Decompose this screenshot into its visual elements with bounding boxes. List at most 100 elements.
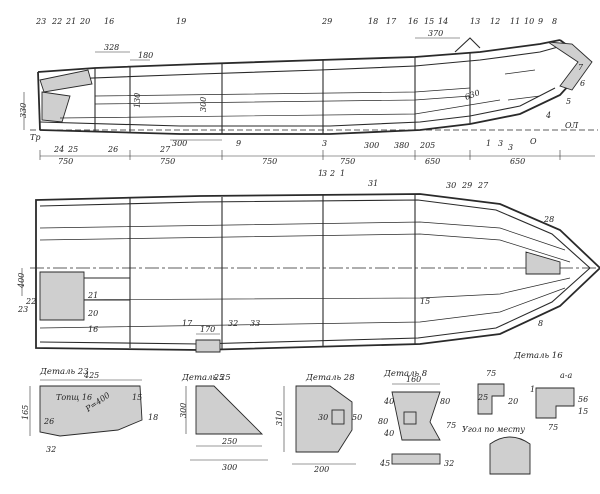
dim-750c: 750 bbox=[262, 157, 277, 166]
side-label-16a: 16 bbox=[104, 17, 114, 26]
plan-label-33: 33 bbox=[250, 319, 260, 328]
stern-block bbox=[41, 91, 71, 123]
plan-dim-400: 400 bbox=[17, 273, 26, 289]
plan-label-23: 23 bbox=[17, 305, 28, 314]
windshield bbox=[454, 37, 481, 53]
hull-inner-top bbox=[39, 199, 591, 269]
stringer-27 bbox=[59, 99, 501, 119]
dim-328: 328 bbox=[104, 43, 119, 52]
detail-28: Деталь 28 310 30 50 200 bbox=[275, 373, 362, 474]
dim-180: 180 bbox=[138, 51, 153, 60]
detail-16-title: Деталь 16 bbox=[513, 351, 563, 361]
side-label-3b: 3 bbox=[322, 169, 327, 178]
marker-o: О bbox=[530, 137, 537, 146]
side-label-1: 1 bbox=[340, 169, 345, 178]
side-label-8: 8 bbox=[552, 17, 557, 26]
stringer-18 bbox=[94, 87, 471, 97]
dim-380: 380 bbox=[394, 141, 409, 150]
plan-label-8: 8 bbox=[538, 319, 543, 328]
detail-16-section-shape bbox=[535, 387, 575, 419]
detail-28-dim-50: 50 bbox=[352, 413, 362, 422]
detail-25-dim-25: 25 bbox=[213, 373, 224, 382]
side-label-27: 27 bbox=[159, 145, 171, 154]
plan-stringer-31 bbox=[39, 233, 571, 263]
detail-23: Деталь 23 425 165 26 15 18 32 Топщ 16 Р=… bbox=[21, 367, 158, 454]
plan-label-16: 16 bbox=[88, 325, 98, 334]
dim-650a: 650 bbox=[425, 157, 440, 166]
detail-16-dim-1: 1 bbox=[530, 385, 535, 394]
dim-370: 370 bbox=[428, 29, 443, 38]
plan-label-30: 30 bbox=[446, 181, 456, 190]
side-label-4: 4 bbox=[545, 111, 551, 120]
side-label-7: 7 bbox=[578, 63, 584, 72]
detail-23-dim-18: 18 bbox=[148, 413, 158, 422]
dim-300a: 300 bbox=[172, 139, 187, 148]
detail-25-dim-300v: 300 bbox=[179, 403, 188, 418]
plan-label-28: 28 bbox=[543, 215, 554, 224]
plan-label-21: 21 bbox=[87, 291, 98, 300]
marker-1b: 1 bbox=[486, 139, 491, 148]
side-label-26: 26 bbox=[107, 145, 118, 154]
plan-label-15: 15 bbox=[420, 297, 430, 306]
detail-8-dim-80b: 80 bbox=[378, 417, 388, 426]
detail-23-shape bbox=[39, 385, 143, 437]
side-label-10: 10 bbox=[524, 17, 534, 26]
detail-16: Деталь 16 75 25 20 а-а 75 1 56 15 Угол п… bbox=[462, 351, 588, 475]
side-label-12: 12 bbox=[490, 17, 500, 26]
side-label-14: 14 bbox=[438, 17, 448, 26]
bow-hatch bbox=[504, 69, 541, 101]
detail-8-dim-75: 75 bbox=[446, 421, 456, 430]
detail-23-dim-425: 425 bbox=[83, 371, 99, 380]
detail-8-dim-160: 160 bbox=[406, 375, 421, 384]
side-label-15: 15 bbox=[424, 17, 434, 26]
detail-23-dim-15: 15 bbox=[132, 393, 142, 402]
plan-stringer-17 bbox=[39, 287, 566, 329]
stringer-17 bbox=[94, 95, 471, 105]
dim-650b: 650 bbox=[510, 157, 525, 166]
side-label-6: 6 bbox=[580, 79, 585, 88]
plan-breasthook bbox=[525, 251, 561, 275]
side-label-2: 2 bbox=[329, 169, 335, 178]
detail-28-dim-30: 30 bbox=[318, 413, 328, 422]
bow-stem bbox=[547, 41, 593, 91]
detail-25-shape bbox=[195, 385, 264, 435]
detail-8-dim-32: 32 bbox=[444, 459, 454, 468]
dim-300v: 300 bbox=[199, 97, 208, 112]
detail-8-dim-40b: 40 bbox=[383, 429, 394, 438]
side-view: 328 180 370 330 130 300 630 300 300 380 … bbox=[19, 17, 598, 178]
plan-label-29: 29 bbox=[461, 181, 472, 190]
detail-23-dim-26: 26 bbox=[43, 417, 54, 426]
plan-label-22: 22 bbox=[25, 297, 36, 306]
side-label-21: 21 bbox=[65, 17, 76, 26]
dim-630: 630 bbox=[464, 88, 481, 102]
marker-1: 1 bbox=[318, 169, 323, 178]
side-label-3a: 3 bbox=[508, 143, 513, 152]
hull-inner-bottom bbox=[39, 267, 591, 345]
detail-16-dim-20: 20 bbox=[507, 397, 518, 406]
detail-8-notch bbox=[403, 411, 417, 425]
side-label-25: 25 bbox=[67, 145, 78, 154]
side-label-16b: 16 bbox=[408, 17, 418, 26]
detail-8-base bbox=[391, 453, 441, 465]
detail-25-dim-250: 250 bbox=[221, 437, 237, 446]
side-label-11: 11 bbox=[510, 17, 520, 26]
side-label-5: 5 bbox=[566, 97, 571, 106]
marker-tr: Тр bbox=[30, 133, 40, 142]
plan-transom-block bbox=[39, 271, 85, 321]
sheer-line bbox=[37, 39, 561, 73]
chine-line bbox=[39, 87, 556, 127]
plan-view: 170 400 31 30 29 27 28 22 21 20 16 23 15… bbox=[17, 179, 600, 353]
detail-16-dim-56: 56 bbox=[578, 395, 588, 404]
dim-300b: 300 bbox=[364, 141, 379, 150]
transom bbox=[37, 71, 41, 131]
detail-16-dim-15: 15 bbox=[578, 407, 588, 416]
plan-label-20: 20 bbox=[87, 309, 98, 318]
detail-28-notch bbox=[331, 409, 345, 425]
side-label-24: 24 bbox=[53, 145, 64, 154]
detail-28-dim-310: 310 bbox=[275, 411, 284, 426]
plan-label-27: 27 bbox=[477, 181, 489, 190]
plan-label-17: 17 bbox=[182, 319, 193, 328]
detail-25-title: Деталь 25 bbox=[181, 373, 231, 383]
